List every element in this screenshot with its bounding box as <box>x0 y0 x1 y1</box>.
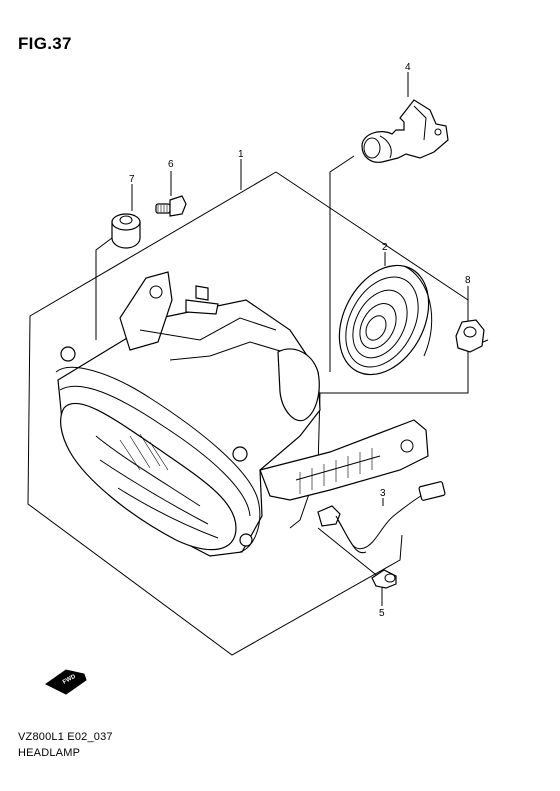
callout-5: 5 <box>379 608 385 619</box>
bulb-position-line <box>329 155 355 372</box>
rubber-cap-part <box>338 264 433 376</box>
bulb-part <box>361 99 449 163</box>
callout-2: 2 <box>382 242 388 253</box>
small-bulb-part <box>371 569 397 589</box>
screw-part <box>155 195 187 217</box>
callout-8: 8 <box>465 275 471 286</box>
socket-harness-part <box>317 481 446 554</box>
figure-title: FIG.37 <box>18 34 72 53</box>
grommet-8-part <box>455 319 485 353</box>
fwd-arrow-icon: FWD <box>45 669 87 695</box>
footer-name: HEADLAMP <box>18 747 81 759</box>
grommet-7-part <box>111 213 141 249</box>
grommet-7-position-line <box>95 237 113 340</box>
assembly-boundary-lower <box>27 171 403 656</box>
footer-code: VZ800L1 E02_037 <box>18 731 113 743</box>
callout-7: 7 <box>129 174 135 185</box>
callout-3: 3 <box>380 488 386 499</box>
callout-4: 4 <box>405 62 411 73</box>
callout-6: 6 <box>168 159 174 170</box>
callout-1: 1 <box>238 149 244 160</box>
socket-position-line <box>317 527 381 579</box>
headlamp-housing-part <box>55 271 429 557</box>
